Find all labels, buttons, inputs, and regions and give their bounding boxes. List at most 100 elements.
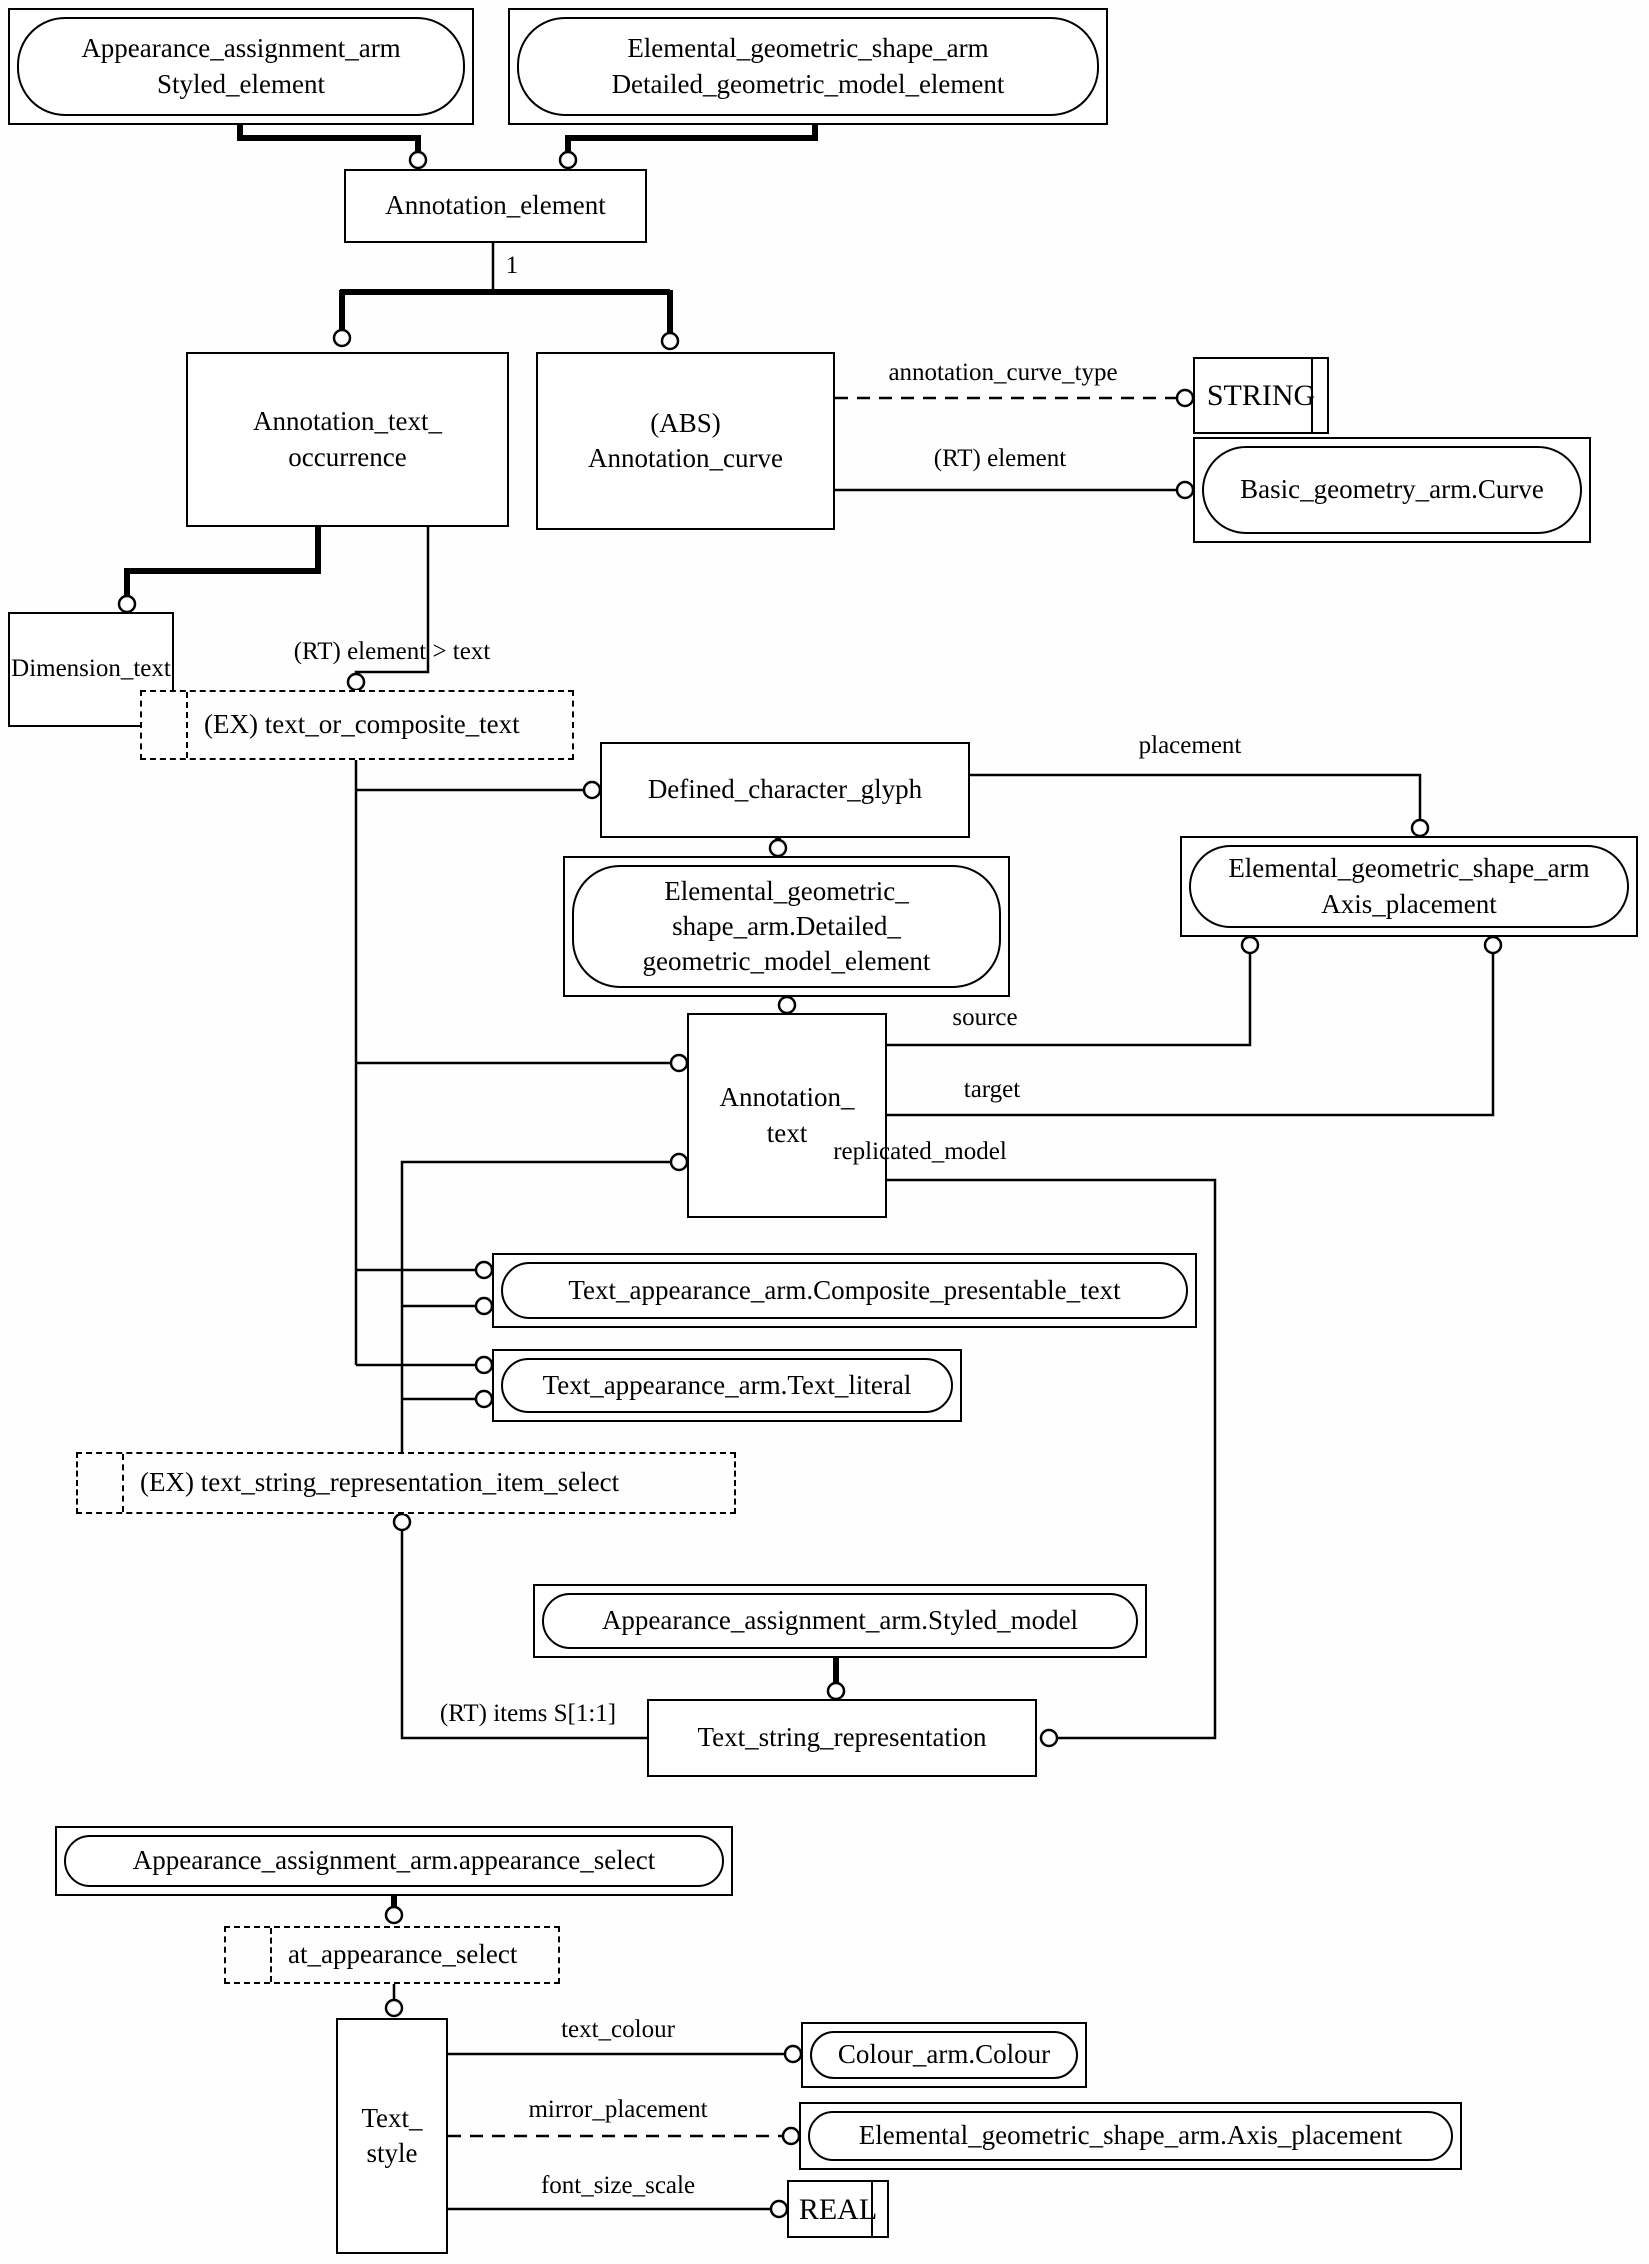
entity-defined-character-glyph: Defined_character_glyph bbox=[600, 742, 970, 838]
node-label: at_appearance_select bbox=[288, 1939, 518, 1970]
ref-colour-inner: Colour_arm.Colour bbox=[810, 2031, 1078, 2079]
entity-annotation-curve: (ABS) Annotation_curve bbox=[536, 352, 835, 530]
node-label: Defined_character_glyph bbox=[647, 774, 923, 805]
link-source bbox=[887, 953, 1252, 1047]
ref-appearance-select-inner: Appearance_assignment_arm.appearance_sel… bbox=[64, 1835, 724, 1887]
circle-composite-top bbox=[474, 1260, 494, 1280]
circle-glyph-bottom bbox=[768, 838, 788, 858]
entity-annotation-text: Annotation_ text bbox=[687, 1013, 887, 1218]
link-target bbox=[887, 953, 1495, 1117]
node-label: occurrence bbox=[288, 441, 407, 472]
circle-at-appearance-top bbox=[384, 1905, 404, 1925]
ref-text-literal: Text_appearance_arm.Text_literal bbox=[492, 1349, 962, 1422]
ref-basic-geometry-curve-inner: Basic_geometry_arm.Curve bbox=[1202, 446, 1582, 534]
circle-defined-character-glyph-left bbox=[582, 780, 602, 800]
node-label: Annotation_text_ bbox=[253, 406, 442, 437]
circle-occurrence-top bbox=[332, 328, 352, 348]
edge-label-target: target bbox=[963, 1076, 1021, 1103]
link-occurrence-to-dimension-text bbox=[124, 527, 321, 595]
node-label: (EX) text_string_representation_item_sel… bbox=[140, 1467, 620, 1498]
node-label: Appearance_assignment_arm.appearance_sel… bbox=[132, 1845, 656, 1876]
entity-text-string-representation: Text_string_representation bbox=[647, 1699, 1037, 1777]
edge-label-annotation-curve-type: annotation_curve_type bbox=[888, 359, 1118, 386]
ref-detailed-model-top-inner: Elemental_geometric_shape_arm Detailed_g… bbox=[517, 17, 1099, 116]
ref-axis-placement-2-inner: Elemental_geometric_shape_arm.Axis_place… bbox=[808, 2111, 1453, 2161]
entity-text-style: Text_ style bbox=[336, 2018, 448, 2254]
entity-annotation-element: Annotation_element bbox=[344, 169, 647, 243]
circle-axis-placement-bottom-left bbox=[1240, 935, 1260, 955]
node-label: Elemental_geometric_shape_arm bbox=[1228, 853, 1590, 884]
type-real: REAL bbox=[787, 2180, 889, 2238]
ref-styled-model-inner: Appearance_assignment_arm.Styled_model bbox=[542, 1593, 1138, 1649]
link-placement bbox=[970, 773, 1422, 820]
node-label: (EX) text_or_composite_text bbox=[204, 709, 520, 740]
circle-axis-placement2-left bbox=[781, 2126, 801, 2146]
select-at-appearance-select: at_appearance_select bbox=[224, 1926, 560, 1984]
circle-annotation-text-lower-left bbox=[669, 1152, 689, 1172]
node-label: Appearance_assignment_arm bbox=[81, 33, 401, 64]
ref-colour: Colour_arm.Colour bbox=[801, 2022, 1087, 2088]
node-label: Annotation_ bbox=[719, 1082, 855, 1113]
ref-styled-element-inner: Appearance_assignment_arm Styled_element bbox=[17, 17, 465, 116]
circle-axis-placement-top bbox=[1410, 818, 1430, 838]
edge-label-rt-element-text: (RT) element > text bbox=[293, 638, 491, 665]
entity-dimension-text: Dimension_text bbox=[8, 612, 174, 727]
ref-egs-detailed-model-inner: Elemental_geometric_ shape_arm.Detailed_… bbox=[572, 865, 1001, 988]
ref-appearance-select: Appearance_assignment_arm.appearance_sel… bbox=[55, 1826, 733, 1896]
circle-literal-lower bbox=[474, 1389, 494, 1409]
link-detailed-to-annotation-element bbox=[565, 123, 818, 151]
circle-annotation-element-left bbox=[408, 150, 428, 170]
node-label: text bbox=[766, 1117, 808, 1148]
node-label: Elemental_geometric_shape_arm bbox=[627, 33, 989, 64]
node-label: geometric_model_element bbox=[642, 946, 931, 977]
circle-annotation-text-top bbox=[777, 995, 797, 1015]
circle-dimension-text-top bbox=[117, 594, 137, 614]
node-label: Axis_placement bbox=[1321, 888, 1497, 919]
node-label: STRING bbox=[1206, 379, 1316, 412]
link-replicated-model bbox=[887, 1178, 1217, 1740]
edge-label-text-colour: text_colour bbox=[561, 2016, 675, 2043]
node-label: Basic_geometry_arm.Curve bbox=[1240, 474, 1544, 505]
type-divider bbox=[871, 2182, 873, 2236]
node-label: Annotation_curve bbox=[588, 443, 783, 473]
ref-axis-placement-inner: Elemental_geometric_shape_arm Axis_place… bbox=[1189, 845, 1629, 928]
ref-axis-placement-2: Elemental_geometric_shape_arm.Axis_place… bbox=[799, 2102, 1462, 2170]
ref-basic-geometry-curve: Basic_geometry_arm.Curve bbox=[1193, 437, 1591, 543]
circle-annotation-text-upper-left bbox=[669, 1053, 689, 1073]
type-divider bbox=[1311, 359, 1313, 432]
circle-tsr-top bbox=[826, 1681, 846, 1701]
link-styled-to-annotation-element bbox=[237, 123, 421, 151]
ref-detailed-model-top: Elemental_geometric_shape_arm Detailed_g… bbox=[508, 8, 1108, 125]
select-divider bbox=[186, 692, 188, 758]
node-label: Appearance_assignment_arm.Styled_model bbox=[601, 1605, 1079, 1636]
ref-text-literal-inner: Text_appearance_arm.Text_literal bbox=[501, 1358, 953, 1413]
circle-literal-top bbox=[474, 1355, 494, 1375]
edge-label-source: source bbox=[952, 1004, 1018, 1031]
node-label: Text_ bbox=[361, 2102, 423, 2133]
ref-axis-placement: Elemental_geometric_shape_arm Axis_place… bbox=[1180, 836, 1638, 937]
circle-axis-placement-bottom-right bbox=[1483, 935, 1503, 955]
circle-string bbox=[1175, 388, 1195, 408]
circle-real-left bbox=[769, 2199, 789, 2219]
circle-text-style-top bbox=[384, 1998, 404, 2018]
edge-label-rt-items: (RT) items S[1:1] bbox=[439, 1700, 617, 1727]
circle-basic-geometry-curve bbox=[1175, 480, 1195, 500]
ref-egs-detailed-model: Elemental_geometric_ shape_arm.Detailed_… bbox=[563, 856, 1010, 997]
select-divider bbox=[122, 1454, 124, 1512]
circle-curve-top bbox=[660, 331, 680, 351]
node-label: Colour_arm.Colour bbox=[837, 2039, 1051, 2070]
edge-label-placement: placement bbox=[1138, 732, 1242, 759]
ref-composite-presentable-text: Text_appearance_arm.Composite_presentabl… bbox=[492, 1253, 1197, 1328]
node-label: Text_appearance_arm.Composite_presentabl… bbox=[568, 1274, 1121, 1305]
select-text-or-composite-text: (EX) text_or_composite_text bbox=[140, 690, 574, 760]
node-label: Styled_element bbox=[157, 68, 325, 99]
edge-label-rt-element: (RT) element bbox=[933, 445, 1067, 472]
ref-styled-element: Appearance_assignment_arm Styled_element bbox=[8, 8, 474, 125]
node-label: Elemental_geometric_shape_arm.Axis_place… bbox=[858, 2120, 1403, 2151]
select-divider bbox=[270, 1928, 272, 1982]
edge-label-font-size-scale: font_size_scale bbox=[540, 2172, 696, 2199]
circle-tsr-right bbox=[1039, 1728, 1059, 1748]
connector-circles bbox=[117, 150, 1503, 2219]
